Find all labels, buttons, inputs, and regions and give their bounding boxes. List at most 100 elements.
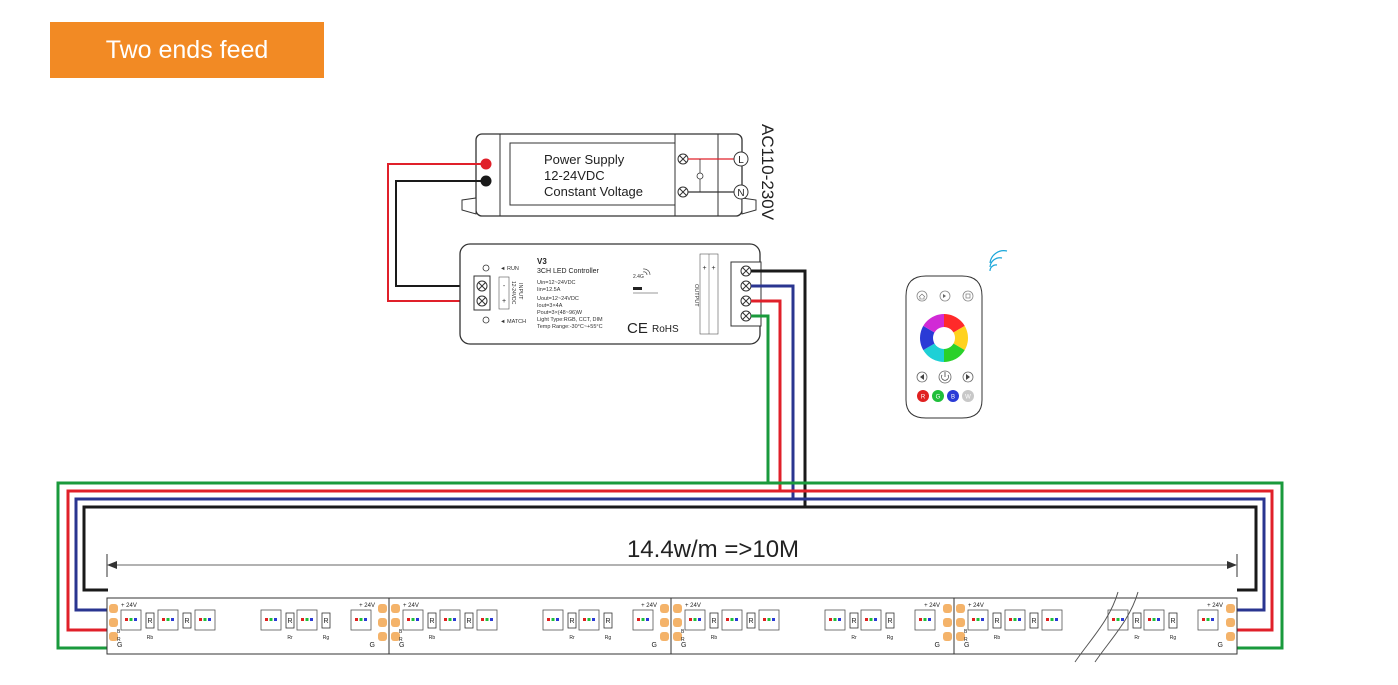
remote-b-label: B [951,395,955,401]
solder-pad [109,632,118,641]
led-chip-green [1116,618,1120,621]
remote-signal-icon [989,250,1008,272]
led-chip-blue [208,618,211,621]
led-chip-blue [274,618,277,621]
led-chip-green [730,618,734,621]
resistor-mark: R [851,618,856,625]
led-chip-green [485,618,489,621]
strip-g-label: G [117,642,122,649]
spec-temp: Temp Range:-30°C~+55°C [537,324,603,330]
led-chip-green [976,618,980,621]
resistor-mark: R [994,618,999,625]
led-chip-red [125,618,128,621]
led-chip-green [869,618,873,621]
led-chip-red [689,618,692,621]
controller-model: V3 [537,257,547,266]
ps-terminal-n [677,186,689,198]
resistor-label: Rr [1134,635,1140,641]
strip-g-label: G [370,642,375,649]
led-chip-green [767,618,771,621]
led-chip-green [166,618,170,621]
led-chip-green [1050,618,1054,621]
remote-w-button [962,390,974,402]
led-chip-red [162,618,165,621]
led-chip-red [583,618,586,621]
led-chip-green [641,618,645,621]
led-controller: ◄ RUN ◄ MATCH - + INPUT 12-24VDC V3 3CH … [459,243,762,345]
led-chip-blue [838,618,841,621]
resistor-mark: R [184,618,189,625]
remote-g-button [932,390,944,402]
spec-pout: Pout=3×(48~96)W [537,310,583,316]
led-chip-green [1013,618,1017,621]
led-chip-red [1009,618,1012,621]
controller-name: 3CH LED Controller [537,268,600,275]
resistor-label: Rr [569,635,575,641]
led-chip-red [637,618,640,621]
resistor-mark: R [569,618,574,625]
strip-r-label: R [117,637,121,643]
ps-terminal-l [677,153,689,165]
strip-b-label: B [117,629,121,635]
resistor [746,612,756,629]
solder-pad [943,618,952,627]
remote-b-button [947,390,959,402]
solder-pad [673,618,682,627]
strip-24v-label-right: + 24V [924,603,940,609]
resistor-label: Rg [323,635,330,641]
led-chip-red [1202,618,1205,621]
rohs-mark: RoHS [652,324,679,335]
solder-pad [673,604,682,613]
input-terminal-minus [476,280,488,292]
resistor-mark: R [429,618,434,625]
led-chip-red [481,618,484,621]
length-dimension: 14.4w/m =>10M [106,536,1238,577]
remote-save-icon [962,290,974,302]
led-chip-blue [556,618,559,621]
solder-pad [391,618,400,627]
led-chip-red [763,618,766,621]
l-terminal-marker [733,151,749,167]
resistor [709,612,719,629]
remote-r-label: R [921,395,926,401]
l-label: L [738,155,744,166]
ps-positive-terminal [480,158,492,170]
led-chip-blue [1157,618,1160,621]
resistor-mark: R [711,618,716,625]
resistor-mark: R [748,618,753,625]
resistor-mark: R [1170,618,1175,625]
output-terminals [740,265,752,322]
resistor-label: Rr [287,635,293,641]
led-chip-blue [364,618,367,621]
strip-r-label: R [399,637,403,643]
svg-text:+: + [711,265,715,272]
strip-24v-label-right: + 24V [641,603,657,609]
strip-g-label: G [681,642,686,649]
resistor [567,612,577,629]
led-chip-green [551,618,555,621]
led-chip-red [301,618,304,621]
remote-mode-icon [939,290,951,302]
led-chip-green [833,618,837,621]
input-voltage-label: 12-24VDC [510,281,516,305]
led-chip-blue [592,618,595,621]
freq-label: 2.4G [633,274,644,280]
solder-pad [956,618,965,627]
led-chip-blue [171,618,174,621]
led-chip-blue [453,618,456,621]
ps-label-3: Constant Voltage [544,184,643,199]
title-text: Two ends feed [105,35,269,64]
led-chip-blue [646,618,649,621]
resistor [285,612,295,629]
solder-pad [378,604,387,613]
led-chip-blue [1018,618,1021,621]
led-chip-red [726,618,729,621]
resistor [145,612,155,629]
led-chip-blue [1055,618,1058,621]
input-plus-label: + [502,298,506,305]
resistor [885,612,895,629]
led-chip-red [1046,618,1049,621]
led-chip-blue [772,618,775,621]
solder-pad [1226,618,1235,627]
